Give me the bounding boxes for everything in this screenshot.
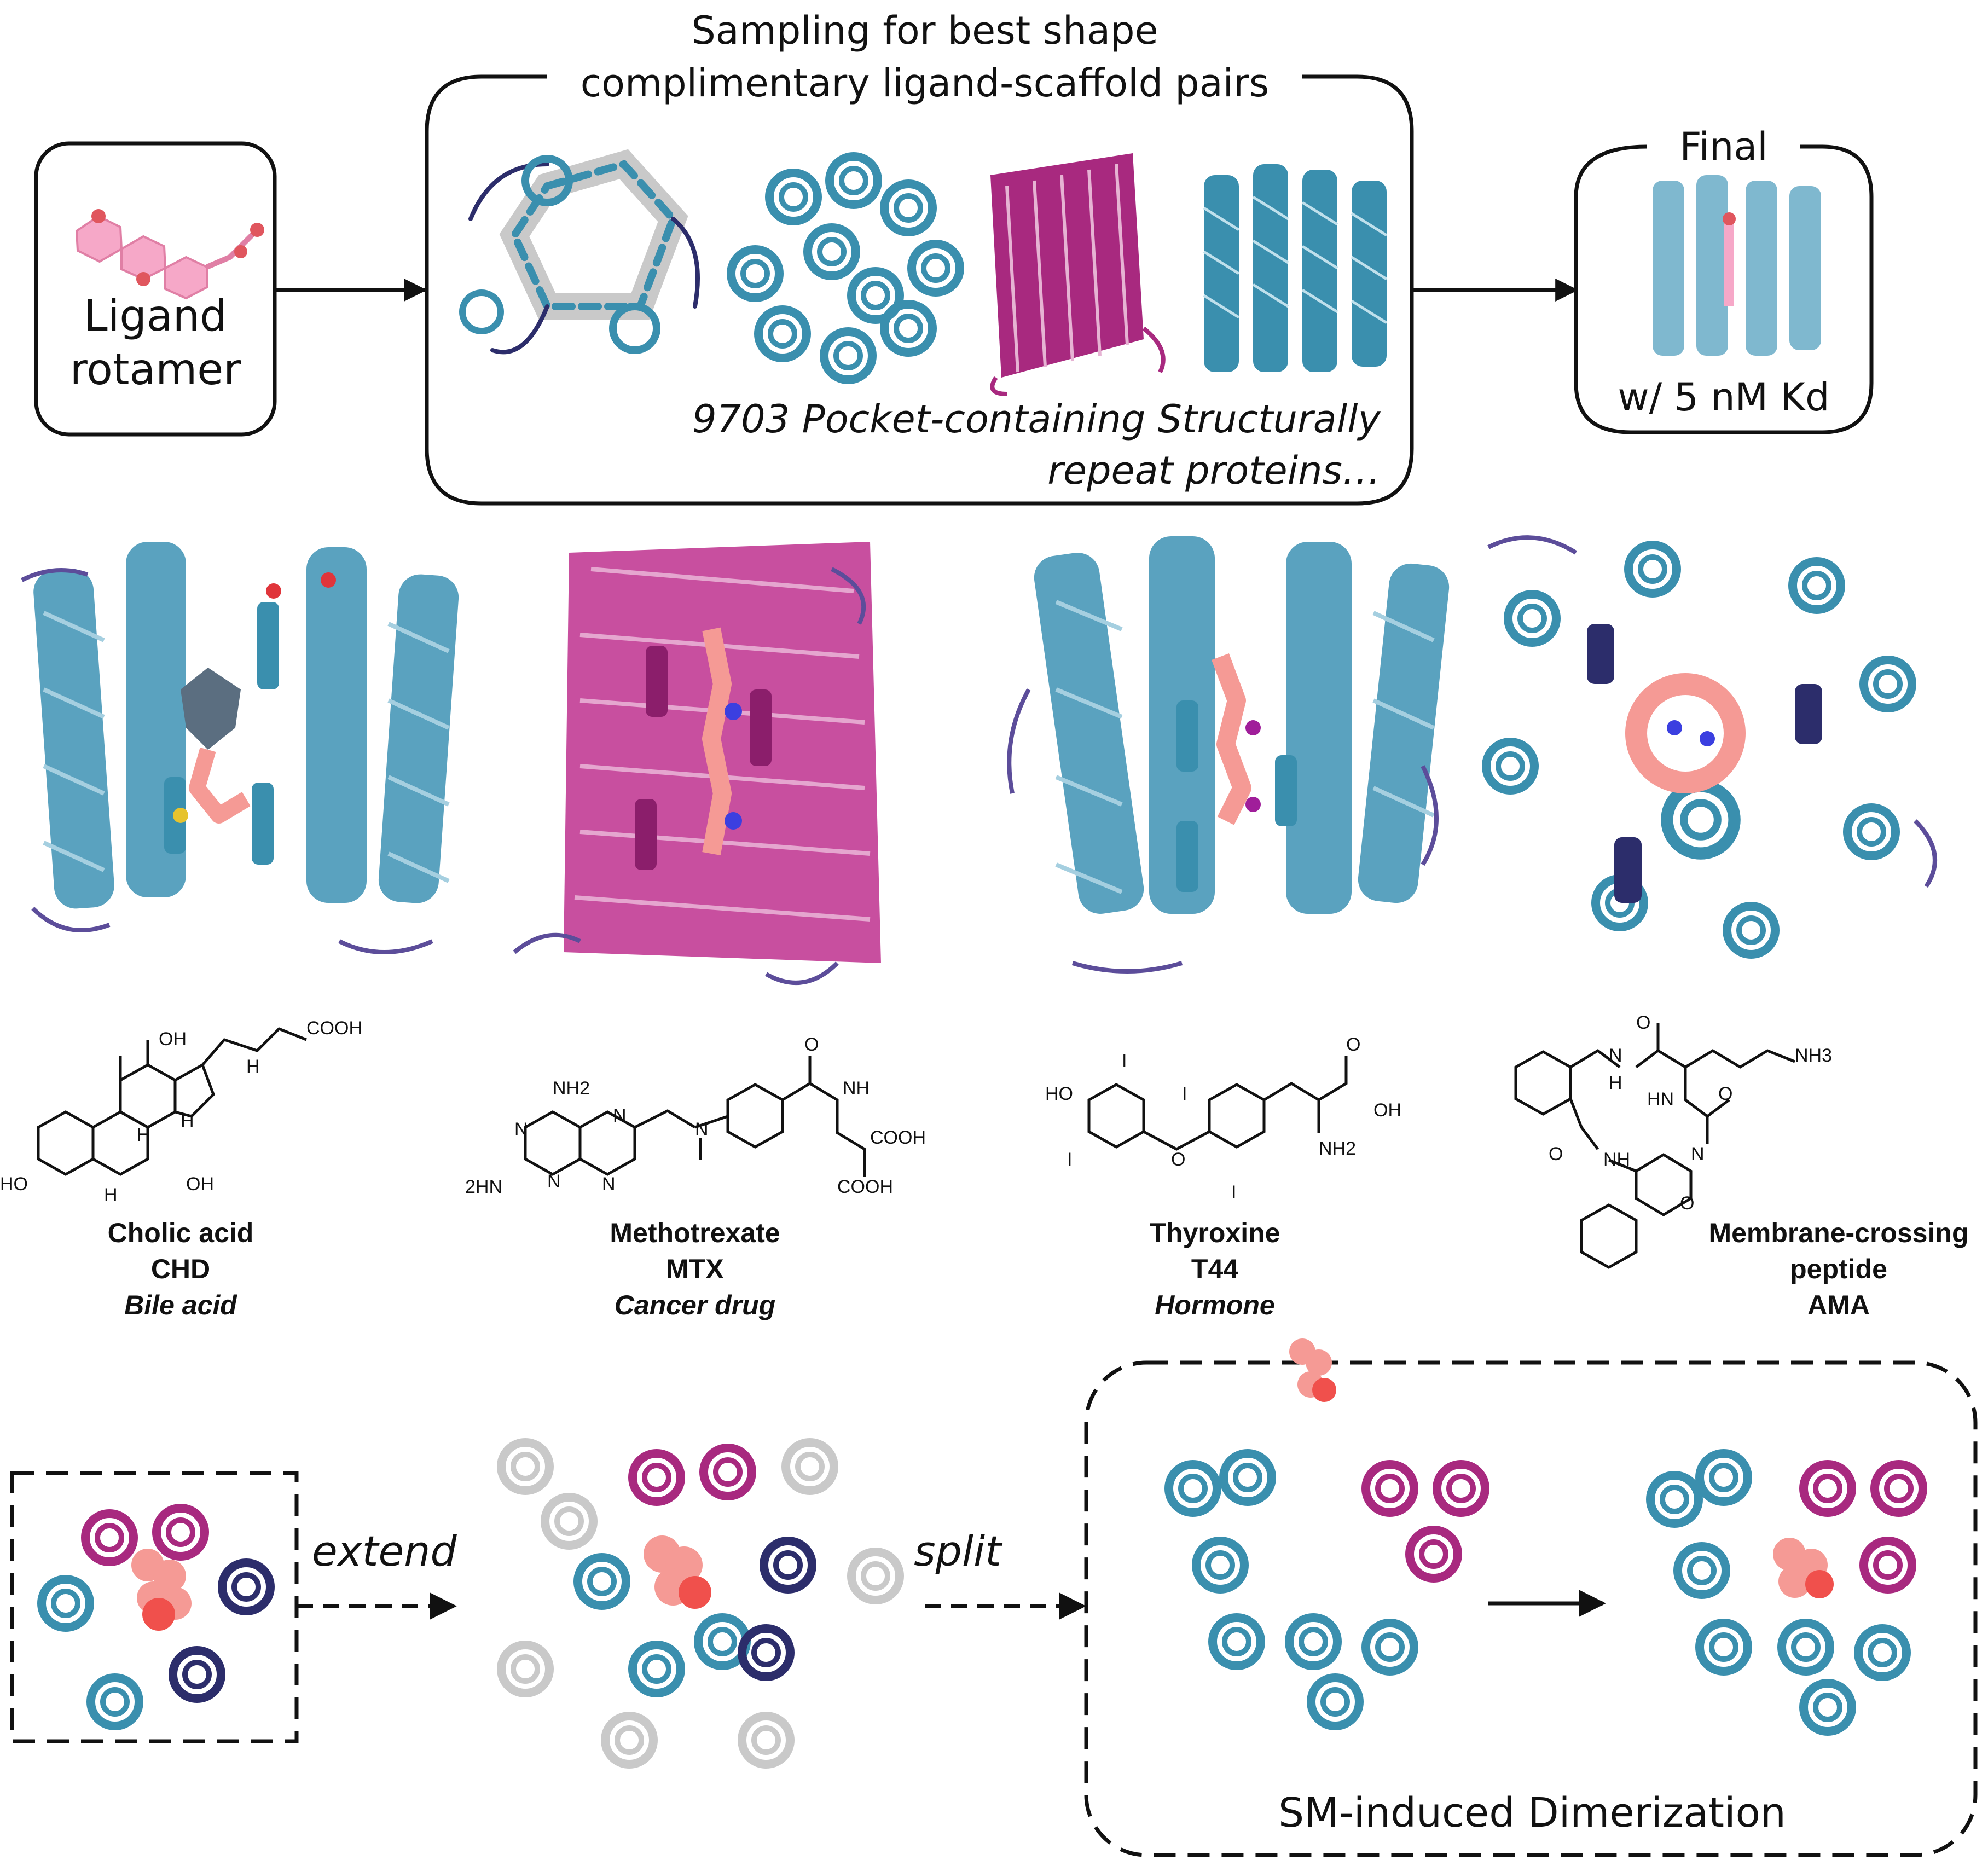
molecule-name: Cholic acid [107,1218,254,1248]
mtx-label-n1: N [514,1119,528,1140]
final-box [1574,144,1874,434]
dimer-structure [1650,1453,1923,1731]
t44-label-o: O [1346,1034,1360,1055]
molecule-code: T44 [1191,1254,1239,1284]
scaffold-beta-barrel-structure [990,153,1166,396]
scaffold-helix-bundle-structure [1203,164,1388,372]
chd-label-h1: H [246,1056,260,1077]
ama-label-n2: N [1691,1144,1705,1164]
molecule-name-line2: peptide [1790,1254,1887,1284]
sampling-title-line1: Sampling for best shape [691,8,1158,53]
scaffold-caption-line1: 9703 Pocket-containing Structurally [692,397,1381,442]
mtx-label-n3: N [547,1171,561,1192]
ligand-rotamer-icon [75,209,264,300]
mtx-label-n5: N [695,1119,709,1140]
molecule-name: Methotrexate [610,1218,780,1248]
mtx-label-n4: N [602,1174,616,1195]
ama-label-n: N [1609,1045,1622,1066]
ama-label-h: H [1609,1073,1622,1093]
ligand-label-line1: Ligand [84,292,227,341]
t44-label-i2: I [1067,1149,1072,1170]
mtx-label-cooh1: COOH [870,1127,926,1148]
mtx-label-cooh2: COOH [837,1177,893,1197]
final-title: Final [1679,124,1768,169]
molecule-category: Bile acid [124,1290,237,1320]
t44-label-nh2: NH2 [1319,1138,1356,1159]
extended-structure [501,1442,900,1764]
mtx-label-n2: N [613,1105,627,1126]
ama-label-hn: HN [1647,1089,1674,1110]
chd-label-h3: H [181,1111,194,1132]
peptide-complex [1486,535,1937,954]
cholic-acid-formula [37,1027,307,1176]
scaffold-caption-line2: repeat proteins… [1047,448,1381,493]
cholic-acid-complex [21,542,459,954]
dimerization-box [1084,1360,1978,1857]
extend-label: extend [312,1527,457,1575]
mtx-label-nh: NH [843,1078,870,1099]
t44-label-ho: HO [1045,1083,1073,1104]
chd-label-oh-bottom: OH [186,1174,214,1195]
thyroxine-formula [1087,1056,1348,1151]
thyroxine-complex [1007,536,1450,974]
sampling-title-line2: complimentary ligand-scaffold pairs [580,61,1270,106]
scaffold-pentagon-structure [459,149,700,355]
t44-label-oh: OH [1373,1100,1401,1121]
t44-label-i4: I [1231,1182,1236,1203]
molecule-category: Hormone [1155,1290,1275,1320]
t44-label-i1: I [1122,1051,1127,1071]
ama-label-nh3: NH3 [1795,1045,1832,1066]
molecule-caption-mtx: Methotrexate MTX Cancer drug [586,1215,804,1323]
methotrexate-complex [513,542,881,985]
small-molecule [1289,1338,1336,1402]
ama-label-o1: O [1636,1012,1650,1033]
mtx-label-2hn: 2HN [465,1177,502,1197]
molecule-code: MTX [666,1254,724,1284]
chd-label-cooh: COOH [306,1018,362,1039]
methotrexate-formula [524,1056,866,1177]
chd-label-h4: H [104,1185,118,1206]
ama-label-o4: O [1680,1193,1694,1214]
molecule-caption-chd: Cholic acid CHD Bile acid [71,1215,290,1323]
t44-label-o-ether: O [1171,1149,1185,1170]
ligand-label-line2: rotamer [69,345,241,395]
final-structure [1653,175,1821,356]
molecule-name: Thyroxine [1149,1218,1280,1248]
initial-motif-structure [42,1508,270,1726]
chd-label-h2: H [137,1125,150,1145]
molecule-code: CHD [150,1254,211,1284]
ama-label-nh: NH [1603,1149,1630,1170]
sampling-box [425,74,1414,506]
ama-label-o2: O [1718,1083,1732,1104]
dimerization-label: SM-induced Dimerization [1278,1789,1786,1836]
mtx-label-nh2: NH2 [553,1078,590,1099]
peptide-formula [1514,1023,1795,1269]
chd-label-ho: HO [0,1174,28,1195]
t44-label-i3: I [1182,1083,1187,1104]
chd-label-oh-top: OH [159,1029,187,1050]
molecule-caption-t44: Thyroxine T44 Hormone [1105,1215,1324,1323]
molecule-code: AMA [1807,1290,1870,1320]
molecule-name-line1: Membrane-crossing [1708,1218,1969,1248]
ama-label-o3: O [1549,1144,1563,1164]
split-label: split [914,1527,1001,1575]
molecule-caption-ama: Membrane-crossing peptide AMA [1702,1215,1975,1323]
final-affinity: w/ 5 nM Kd [1618,375,1830,420]
molecule-category: Cancer drug [614,1290,776,1320]
mtx-label-o: O [804,1034,819,1055]
